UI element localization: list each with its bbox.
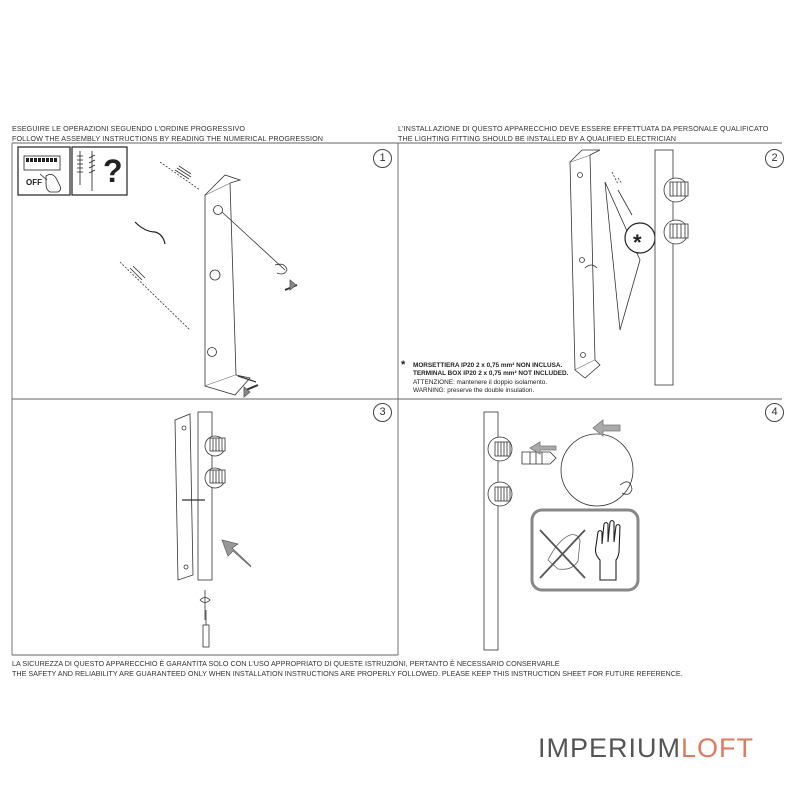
- logo-part-imperium: IMPERIUM: [538, 733, 681, 763]
- note-line-2: TERMINAL BOX IP20 2 x 0,75 mm² NOT INCLU…: [413, 370, 569, 378]
- lamp-socket: [521, 451, 557, 465]
- brand-logo: IMPERIUMLOFT: [538, 733, 754, 764]
- step-number-4: 4: [765, 403, 784, 422]
- header-left-italian: ESEGUIRE LE OPERAZIONI SEGUENDO L'ORDINE…: [12, 124, 246, 133]
- note-line-4: WARNING: preserve the double insulation.: [413, 386, 535, 394]
- note-line-3: ATTENZIONE: mantenere il doppio isolamen…: [413, 378, 548, 386]
- screwdriver: [202, 624, 210, 648]
- socket-arrow: [529, 441, 557, 455]
- panel-4: [483, 411, 640, 651]
- header-left: ESEGUIRE LE OPERAZIONI SEGUENDO L'ORDINE…: [12, 124, 323, 143]
- screwdriver-icon: ?: [71, 146, 128, 196]
- glove-icon: [594, 519, 621, 581]
- panel-2: *: [569, 149, 689, 386]
- header-right-english: THE LIGHTING FITTING SHOULD BE INSTALLED…: [398, 133, 677, 143]
- step-number-3: 3: [373, 403, 392, 422]
- panel-1: ?: [17, 146, 298, 398]
- footer-italian: LA SICUREZZA DI QUESTO APPARECCHIO È GAR…: [12, 659, 560, 668]
- lamp-body: [654, 149, 674, 386]
- footer-english: THE SAFETY AND RELIABILITY ARE GUARANTEE…: [12, 668, 683, 678]
- light-bulb: [560, 433, 634, 507]
- svg-text:?: ?: [103, 153, 123, 189]
- terminal-cover: [604, 181, 641, 331]
- power-off-icon: [17, 146, 71, 196]
- panel-grid: [11, 142, 782, 656]
- header-right: L'INSTALLAZIONE DI QUESTO APPARECCHIO DE…: [398, 124, 768, 143]
- terminal-box-note: * MORSETTIERA IP20 2 x 0,75 mm² NON INCL…: [401, 359, 569, 395]
- header-right-italian: L'INSTALLAZIONE DI QUESTO APPARECCHIO DE…: [398, 124, 769, 133]
- header-left-english: FOLLOW THE ASSEMBLY INSTRUCTIONS BY READ…: [12, 133, 324, 143]
- note-line-1: MORSETTIERA IP20 2 x 0,75 mm² NON INCLUS…: [413, 362, 563, 369]
- step-number-2: 2: [765, 149, 784, 168]
- terminal-box-star: *: [633, 230, 642, 255]
- power-cable: [134, 221, 166, 245]
- step-number-1: 1: [373, 149, 392, 168]
- panel-3: [174, 411, 252, 648]
- logo-part-loft: LOFT: [681, 733, 755, 763]
- lamp-body: [483, 411, 499, 651]
- note-star: *: [401, 359, 406, 371]
- safety-footer: LA SICUREZZA DI QUESTO APPARECCHIO È GAR…: [12, 659, 683, 678]
- push-arrow: [221, 539, 252, 568]
- bulb-arrow: [592, 419, 621, 437]
- off-label: OFF: [26, 178, 42, 187]
